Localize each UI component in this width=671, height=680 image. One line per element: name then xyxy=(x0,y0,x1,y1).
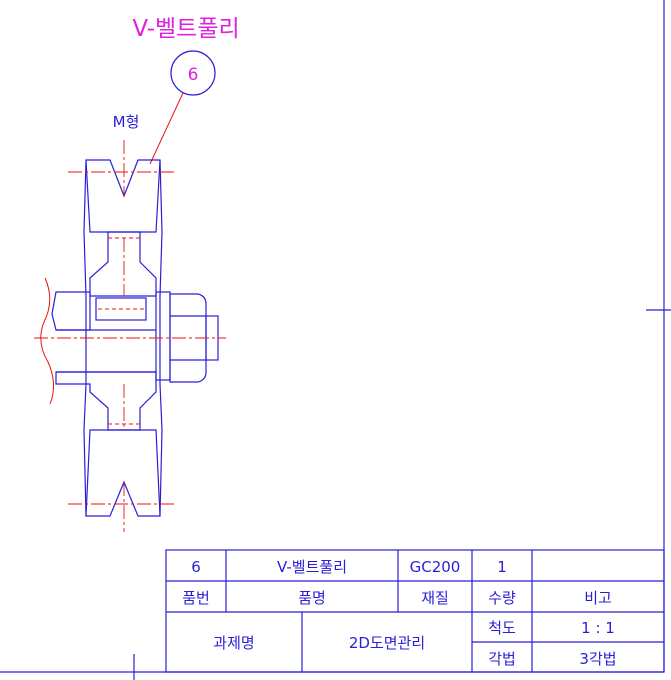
cell-part-name: V-벨트풀리 xyxy=(277,558,347,576)
type-label: M형 xyxy=(113,113,140,131)
cell-material: GC200 xyxy=(410,558,461,576)
title-block: 6 V-벨트풀리 GC200 1 품번 품명 재질 수량 비고 과제명 2D도면… xyxy=(182,558,616,668)
scale-value: 1 : 1 xyxy=(581,619,615,637)
header-remark: 비고 xyxy=(584,589,612,607)
cell-qty: 1 xyxy=(497,558,507,576)
projection-label: 각법 xyxy=(488,650,516,668)
balloon-number: 6 xyxy=(188,65,199,85)
title-block-grid xyxy=(165,549,665,673)
pulley-section xyxy=(34,140,226,532)
part-balloon: 6 xyxy=(170,50,216,96)
projection-value: 3각법 xyxy=(579,650,616,668)
header-part-no: 품번 xyxy=(182,589,210,607)
header-material: 재질 xyxy=(421,589,449,607)
leader-line xyxy=(149,92,184,165)
project-name: 2D도면관리 xyxy=(349,634,425,652)
project-label: 과제명 xyxy=(213,634,254,652)
drawing-title: V-벨트풀리 xyxy=(132,16,239,42)
header-part-name: 품명 xyxy=(298,589,326,607)
cell-part-no: 6 xyxy=(191,558,201,576)
header-qty: 수량 xyxy=(488,589,516,607)
scale-label: 척도 xyxy=(488,619,516,637)
